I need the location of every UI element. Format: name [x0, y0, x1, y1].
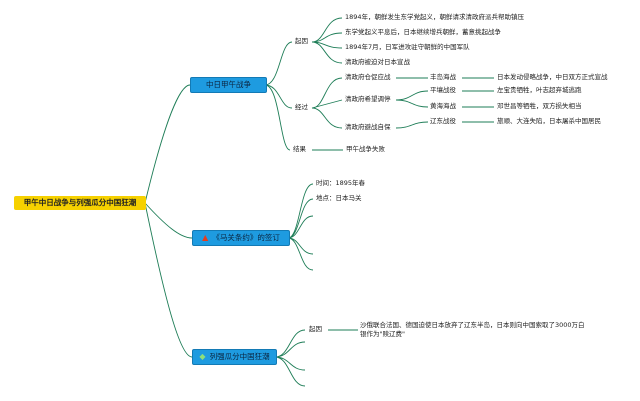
topic3-cause-text: 沙俄联合法国、德国迫使日本放弃了辽东半岛，日本则向中国索取了3000万白银作为"…	[360, 321, 585, 338]
cause-item: 东学党起义平息后，日本继续增兵朝鲜，蓄意挑起战争	[345, 28, 501, 36]
topic1-cause-label: 起因	[295, 37, 308, 45]
connector-phase3-battles	[395, 121, 429, 129]
connector-topic2-items	[287, 183, 314, 271]
battle-name: 黄海海战	[430, 102, 456, 110]
connector-root-topic3	[144, 202, 193, 358]
topic3-label: 列强瓜分中国狂潮	[209, 352, 270, 361]
process-phase: 清政府仓促应战	[345, 73, 391, 81]
battle-name: 平壤战役	[430, 86, 456, 94]
connector-topic1-cause	[264, 41, 293, 86]
treaty-item: 地点：日本马关	[316, 194, 362, 202]
process-phase: 清政府避战自保	[345, 123, 391, 131]
battle-detail: 旅顺、大连失陷，日本屠杀中国居民	[497, 117, 601, 125]
cause-item: 1894年7月，日军进攻驻守朝鲜的中国军队	[345, 43, 470, 51]
battle-name: 辽东战役	[430, 117, 456, 125]
treaty-item: 时间：1895年春	[316, 179, 366, 187]
topic-treaty-of-shimonoseki[interactable]: ▲《马关条约》的签订	[192, 230, 290, 246]
connector-process-phases	[311, 77, 343, 129]
cause-item: 1894年，朝鲜发生东学党起义，朝鲜请求清政府派兵帮助镇压	[345, 13, 525, 21]
topic2-label: 《马关条约》的签订	[212, 233, 280, 242]
topic1-process-label: 经过	[295, 103, 308, 111]
flame-icon: ▲	[202, 233, 209, 242]
connector-topic1-process	[264, 84, 293, 109]
connector-topic1-result	[264, 84, 291, 151]
connector-battle-details	[462, 77, 494, 123]
connector-root-topic1	[144, 84, 191, 204]
topic1-result-value: 甲午战争失败	[346, 145, 385, 153]
process-phase: 清政府希望调停	[345, 95, 391, 103]
topic1-label: 中日甲午战争	[206, 80, 251, 89]
topic-partition-of-china[interactable]: ◆列强瓜分中国狂潮	[192, 349, 277, 365]
topic1-result-label: 结果	[293, 145, 306, 153]
battle-detail: 邓世昌等牺牲，双方损失相当	[497, 102, 582, 110]
topic3-cause-label: 起因	[309, 325, 322, 333]
root-topic[interactable]: 甲午中日战争与列强瓜分中国狂潮	[14, 196, 146, 210]
connector-root-topic2	[144, 202, 193, 239]
battle-name: 丰岛海战	[430, 73, 456, 81]
connector-topic3-branches	[274, 329, 306, 387]
battle-detail: 左宝贵牺牲，叶志超弃城逃跑	[497, 86, 582, 94]
gem-icon: ◆	[199, 352, 206, 361]
connector-cause-items	[311, 17, 343, 64]
cause-item: 清政府被迫对日本宣战	[345, 58, 410, 66]
battle-detail: 日本发动侵略战争，中日双方正式宣战	[497, 73, 608, 81]
connector-phase2-battles	[395, 90, 429, 108]
topic-sino-japanese-war[interactable]: 中日甲午战争	[190, 77, 267, 93]
